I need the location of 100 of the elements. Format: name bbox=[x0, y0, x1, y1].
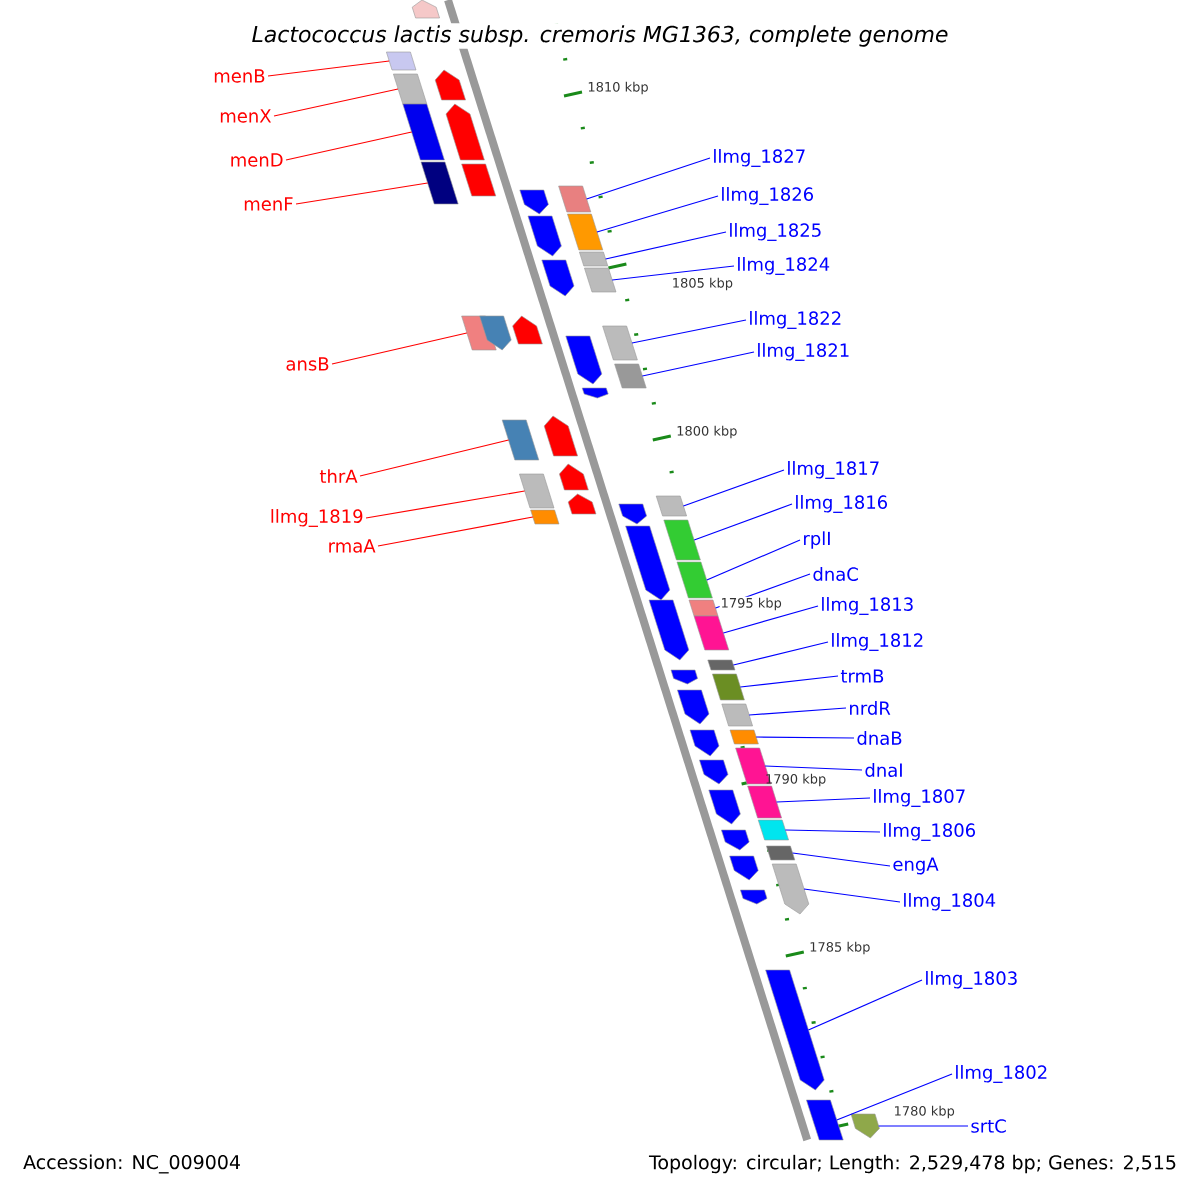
leader-line bbox=[748, 707, 847, 716]
gene-block bbox=[670, 669, 698, 685]
gene-block bbox=[721, 829, 750, 851]
gene-block bbox=[527, 215, 562, 257]
gene-block bbox=[519, 189, 549, 215]
leader-line bbox=[878, 1125, 969, 1127]
leader-line bbox=[631, 319, 747, 344]
gene-block bbox=[663, 519, 701, 561]
gene-block bbox=[625, 525, 671, 601]
gene-label: thrA bbox=[319, 469, 358, 483]
leader-line bbox=[586, 157, 711, 200]
leader-line bbox=[807, 979, 923, 1031]
gene-label: llmg_1802 bbox=[956, 1065, 1047, 1083]
gene-block bbox=[721, 703, 753, 727]
gene-label: dnaC bbox=[813, 567, 858, 581]
gene-block bbox=[771, 863, 810, 915]
gene-label: trmB bbox=[840, 669, 884, 683]
gene-label: llmg_1824 bbox=[738, 257, 830, 275]
gene-label: rmaA bbox=[329, 539, 376, 553]
gene-block bbox=[543, 415, 578, 457]
gene-block bbox=[707, 659, 736, 671]
gene-block bbox=[729, 855, 759, 881]
gene-block bbox=[740, 889, 768, 905]
gene-label: srtC bbox=[971, 1119, 1006, 1133]
gene-label: llmg_1816 bbox=[796, 495, 888, 513]
gene-block bbox=[648, 599, 690, 661]
gene-block bbox=[461, 163, 497, 197]
gene-block bbox=[618, 503, 647, 525]
leader-line bbox=[784, 829, 881, 833]
gene-block bbox=[766, 845, 796, 861]
gene-block bbox=[729, 729, 759, 745]
gene-block bbox=[712, 673, 745, 701]
gene-label: llmg_1821 bbox=[758, 343, 849, 361]
leader-line bbox=[611, 265, 735, 281]
leader-line bbox=[641, 351, 755, 377]
gene-block bbox=[584, 267, 617, 293]
gene-block bbox=[567, 213, 604, 251]
gene-block bbox=[850, 1113, 880, 1139]
gene-block bbox=[581, 387, 609, 399]
gene-label: menX bbox=[220, 109, 272, 123]
gene-label: rplI bbox=[804, 531, 830, 549]
leader-line bbox=[682, 469, 785, 507]
gene-block bbox=[708, 789, 741, 825]
gene-block bbox=[688, 599, 719, 617]
gene-label: menB bbox=[214, 69, 265, 83]
leader-line bbox=[836, 1073, 953, 1121]
leader-line bbox=[706, 539, 801, 581]
gene-block bbox=[655, 495, 687, 517]
gene-block bbox=[402, 103, 445, 161]
leader-line bbox=[739, 675, 839, 688]
gene-block bbox=[806, 1099, 844, 1141]
leader-line bbox=[359, 439, 510, 477]
gene-label: llmg_1806 bbox=[884, 823, 976, 841]
footer-text: Accession: NC_009004 bbox=[23, 1154, 240, 1174]
gene-label: llmg_1804 bbox=[904, 893, 996, 911]
gene-block bbox=[541, 259, 575, 297]
leader-line bbox=[285, 131, 413, 161]
gene-label: nrdR bbox=[850, 701, 891, 715]
gene-block bbox=[434, 69, 466, 101]
gene-block bbox=[579, 251, 609, 267]
gene-block bbox=[558, 185, 592, 213]
gene-block bbox=[393, 73, 428, 105]
leader-line bbox=[755, 736, 855, 739]
title: Lactococcus lactis subsp. cremoris MG1363, complete genome bbox=[249, 23, 951, 49]
gene-block bbox=[765, 969, 825, 1091]
gene-label: llmg_1822 bbox=[750, 311, 841, 329]
leader-line bbox=[273, 88, 399, 117]
leader-line bbox=[365, 490, 526, 519]
gene-block bbox=[567, 493, 597, 515]
gene-block bbox=[479, 315, 512, 351]
gene-block bbox=[530, 509, 560, 525]
leader-line bbox=[295, 182, 429, 205]
leader-line bbox=[377, 516, 534, 547]
leader-line bbox=[596, 195, 719, 233]
gene-label: dnaI bbox=[865, 763, 902, 777]
gene-label: llmg_1817 bbox=[788, 461, 879, 479]
gene-block bbox=[677, 689, 710, 725]
gene-label: llmg_1807 bbox=[874, 789, 965, 807]
gene-label: llmg_1819 bbox=[271, 509, 363, 527]
gene-block bbox=[602, 325, 638, 361]
footer-text: Topology: circular; Length: 2,529,478 bp; Genes: 2,515 bbox=[648, 1154, 1176, 1174]
gene-label: llmg_1825 bbox=[730, 223, 821, 241]
leader-line bbox=[776, 797, 871, 803]
leader-line bbox=[605, 231, 727, 260]
gene-label: llmg_1803 bbox=[926, 971, 1017, 989]
leader-line bbox=[803, 888, 901, 903]
gene-label: engA bbox=[893, 857, 939, 875]
gene-block bbox=[676, 561, 713, 599]
gene-block bbox=[699, 759, 729, 785]
gene-label: ansB bbox=[286, 357, 329, 371]
leader-line bbox=[722, 605, 819, 634]
gene-block bbox=[519, 473, 555, 509]
gene-block bbox=[420, 161, 459, 205]
gene-block bbox=[386, 51, 417, 71]
leader-line bbox=[267, 60, 390, 77]
gene-block bbox=[693, 615, 730, 651]
leader-line bbox=[732, 641, 829, 666]
gene-label: menD bbox=[231, 153, 283, 167]
gene-label: llmg_1826 bbox=[722, 187, 814, 205]
gene-block bbox=[747, 785, 782, 819]
